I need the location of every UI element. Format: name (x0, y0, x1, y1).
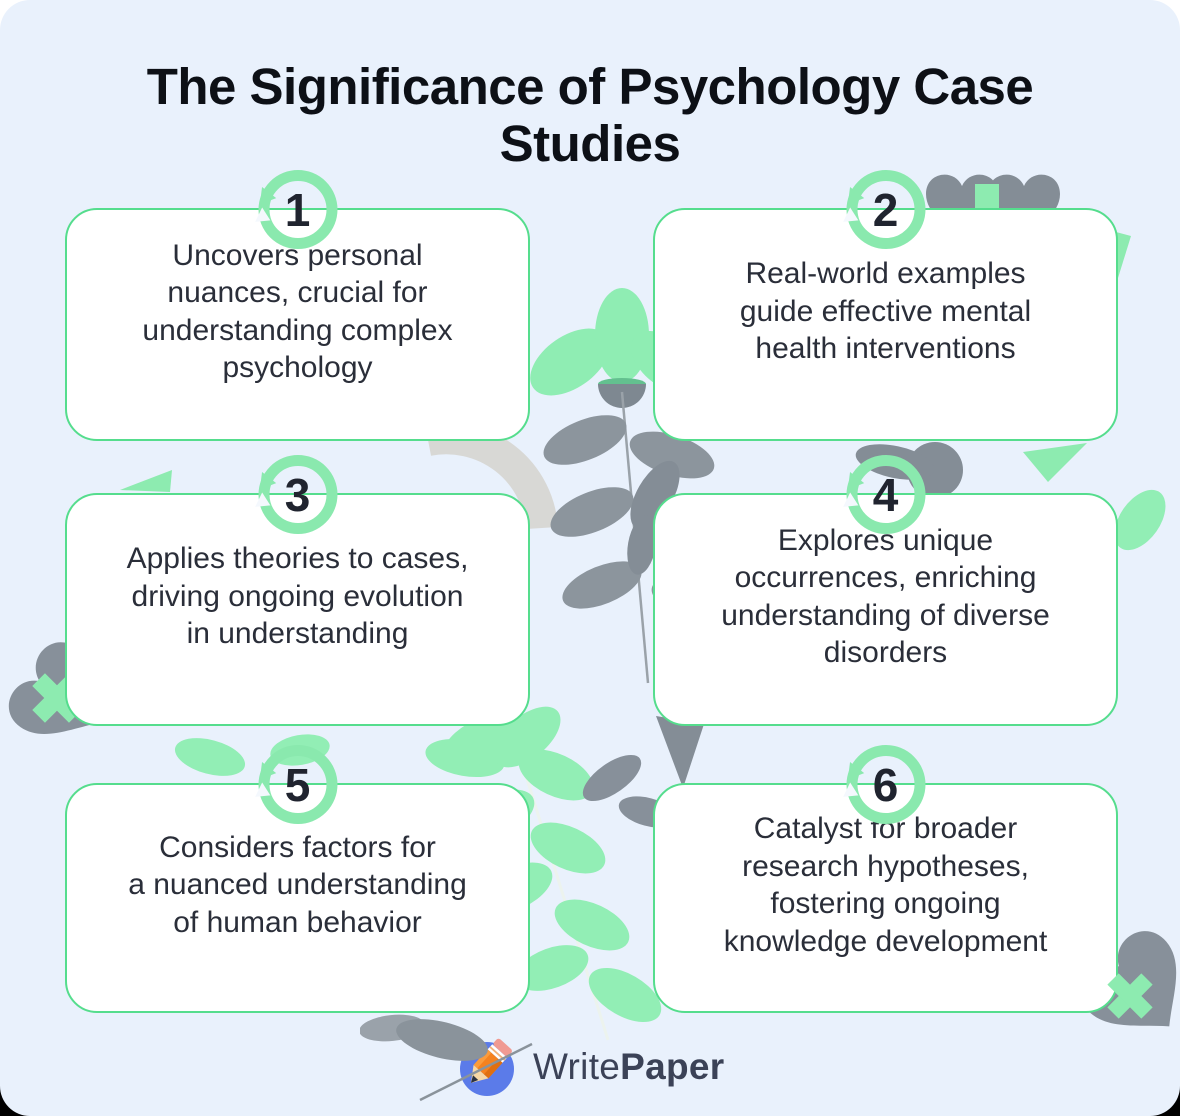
card-text: Considers factors for a nuanced understa… (128, 830, 467, 939)
card-5: 5 Considers factors for a nuanced unders… (65, 745, 530, 1013)
pencil-icon (460, 1038, 514, 1096)
circular-arrow-ring-icon: 1 (258, 170, 337, 249)
circular-arrow-ring-icon: 6 (846, 745, 925, 824)
card-number: 2 (872, 184, 899, 236)
circular-arrow-ring-icon: 2 (846, 170, 925, 249)
card-text: Explores unique occurrences, enriching u… (721, 523, 1050, 670)
card-number: 5 (284, 759, 311, 811)
card-6: 6 Catalyst for broader research hypothes… (653, 745, 1118, 1013)
circular-arrow-ring-icon: 3 (258, 455, 337, 534)
card-3: 3 Applies theories to cases, driving ong… (65, 455, 530, 726)
card-text: Uncovers personal nuances, crucial for u… (142, 238, 453, 385)
card-text: Applies theories to cases, driving ongoi… (126, 542, 469, 651)
brand-name-bold: Paper (620, 1046, 725, 1087)
page-title: The Significance of Psychology Case Stud… (146, 58, 1034, 173)
card-number: 3 (284, 469, 311, 521)
card-text: Real-world examples guide effective ment… (739, 257, 1032, 366)
brand-name: WritePaper (533, 1046, 725, 1088)
brand-name-regular: Write (533, 1046, 621, 1087)
card-number: 6 (872, 759, 899, 811)
card-4: 4 Explores unique occurrences, enriching… (653, 455, 1118, 726)
card-text: Catalyst for broader research hypotheses… (723, 812, 1048, 958)
card-1: 1 Uncovers personal nuances, crucial for… (65, 170, 530, 441)
card-number: 1 (284, 184, 311, 236)
card-2: 2 Real-world examples guide effective me… (653, 170, 1118, 441)
